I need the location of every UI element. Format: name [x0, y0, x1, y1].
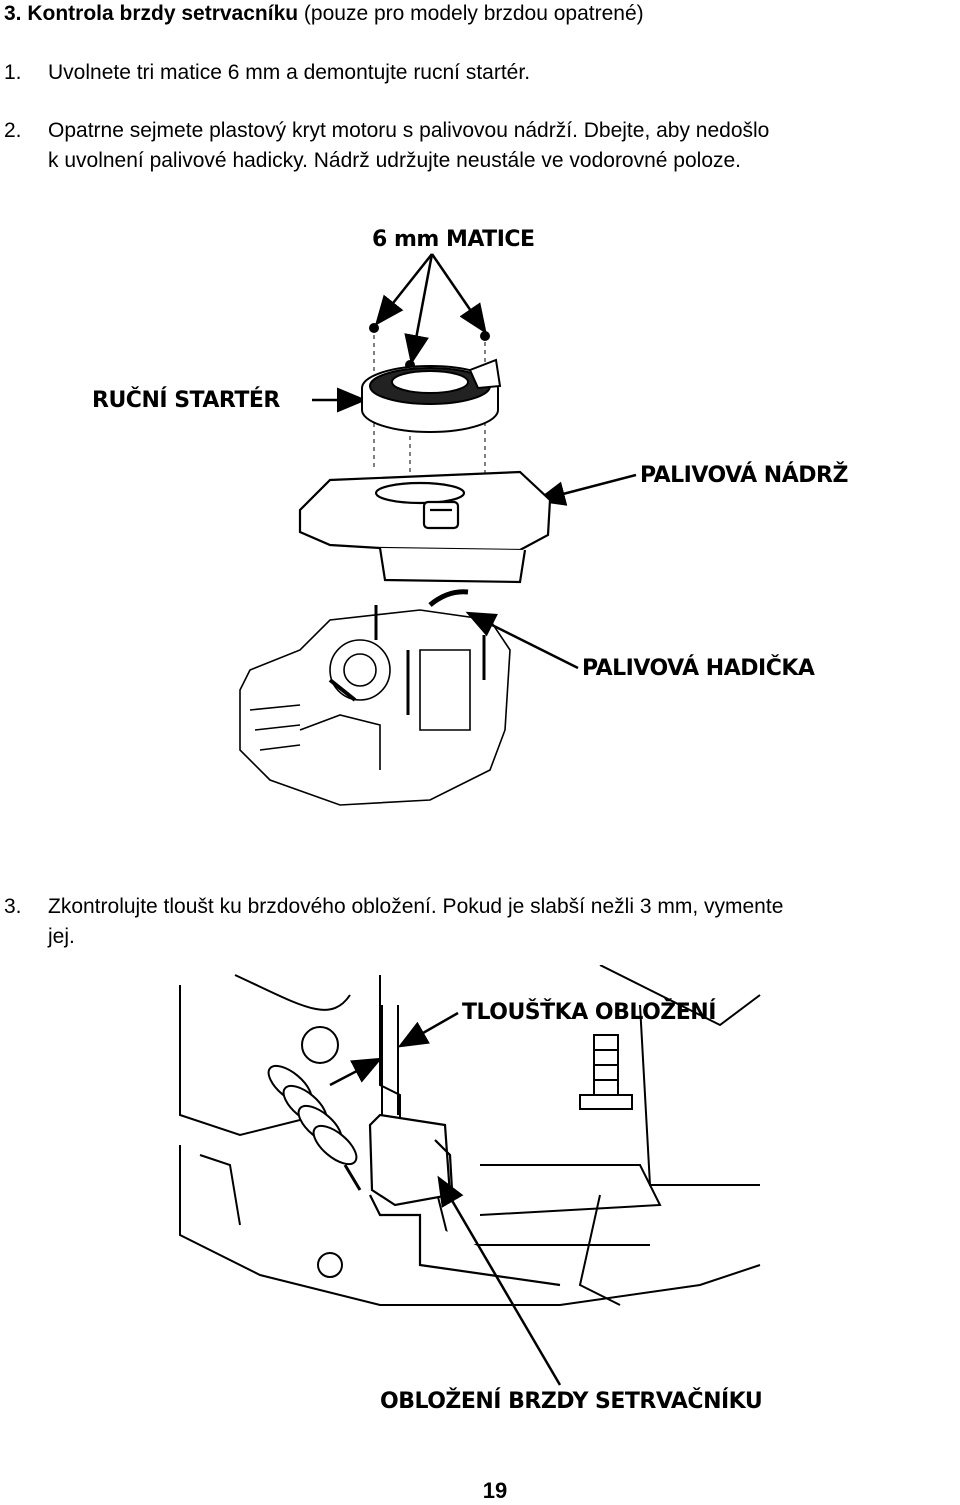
label-tank: PALIVOVÁ NÁDRŽ	[640, 462, 848, 488]
section-heading-note: (pouze pro modely brzdou opatrené)	[298, 2, 644, 25]
label-starter: RUČNÍ STARTÉR	[92, 387, 280, 413]
step-text: Opatrne sejmete plastový kryt motoru s p…	[48, 119, 770, 142]
label-brake-lining: OBLOŽENÍ BRZDY SETRVAČNÍKU	[380, 1388, 762, 1414]
section-heading-bold: 3. Kontrola brzdy setrvacníku	[4, 2, 299, 25]
step-2: 2. Opatrne sejmete plastový kryt motoru s…	[4, 117, 769, 145]
fuel-tank	[298, 470, 552, 584]
brake-spring	[267, 1064, 362, 1191]
step-3: 3. Zkontrolujte tloušt ku brzdového oblož…	[4, 893, 783, 921]
label-nuts: 6 mm MATICE	[372, 227, 535, 252]
recoil-starter	[361, 358, 502, 433]
step-3-continued: jej.	[48, 925, 75, 948]
page-number: 19	[482, 1478, 508, 1503]
step-number: 2.	[4, 119, 22, 142]
fuel-hose	[428, 589, 469, 607]
label-hose: PALIVOVÁ HADIČKA	[582, 655, 815, 681]
nut-icons	[369, 323, 490, 370]
pointer-arrows-2	[329, 1011, 562, 1386]
step-number: 3.	[4, 895, 22, 918]
step-text: Zkontrolujte tloušt ku brzdového obložen…	[48, 895, 784, 918]
step-number: 1.	[4, 61, 22, 84]
thickness-gauge	[381, 1005, 399, 1115]
step-2-continued: k uvolnení palivové hadicky. Nádrž udržu…	[48, 149, 742, 172]
pointer-arrows	[312, 253, 637, 670]
figure-brake-lining: TLOUŠŤKA OBLOŽENÍ OBLOŽENÍ BRZDY SETRVAČ…	[179, 965, 763, 1414]
section-heading: 3. Kontrola brzdy setrvacníku (pouze pro…	[4, 0, 644, 28]
step-text: Uvolnete tri matice 6 mm a demontujte ru…	[48, 61, 531, 84]
figure-starter-tank: 6 mm MATICE RUČNÍ STARTÉR PALIVOVÁ NÁDRŽ…	[92, 227, 848, 806]
step-1: 1. Uvolnete tri matice 6 mm a demontujte …	[4, 59, 530, 87]
brake-arm	[368, 1113, 561, 1287]
label-lining-thickness: TLOUŠŤKA OBLOŽENÍ	[462, 999, 716, 1025]
bolt	[579, 1034, 633, 1110]
engine-block	[239, 605, 511, 806]
